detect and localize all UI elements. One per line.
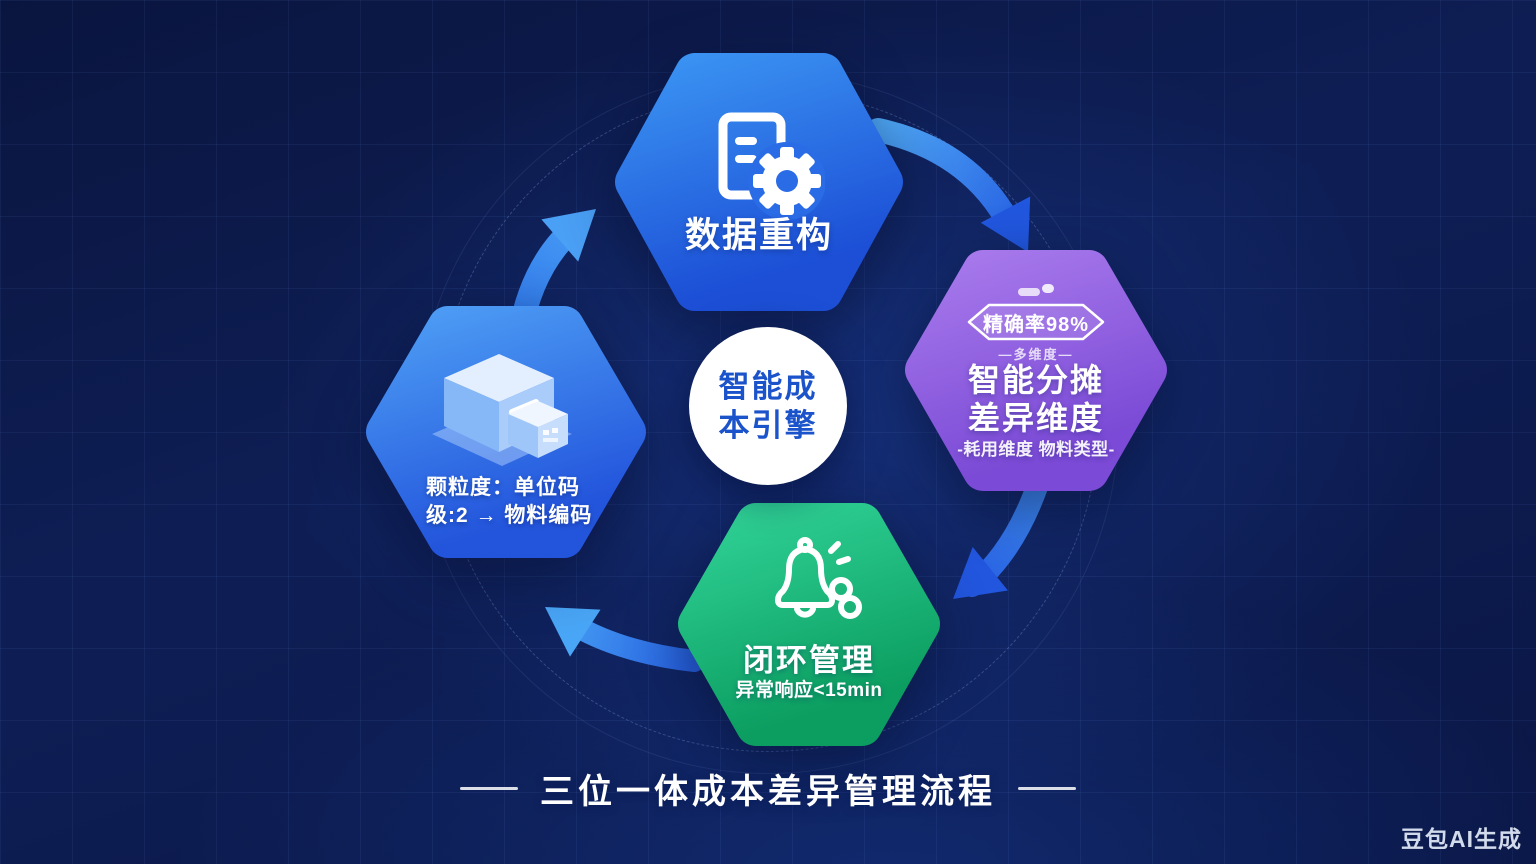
center-engine-circle: 智能成 本引擎 [689, 327, 847, 485]
granularity-line-2: 级:2 → 物料编码 [426, 504, 593, 527]
page-title: 三位一体成本差异管理流程 [540, 773, 996, 811]
hexagon-shape [905, 250, 1167, 491]
node-smart-allocation: 精确率98% —多维度— 智能分摊 差异维度 -耗用维度 物料类型- [903, 250, 1169, 491]
page-title-row: 三位一体成本差异管理流程 [0, 764, 1536, 813]
hexagon-shape [678, 503, 940, 746]
accuracy-badge: 精确率98% [961, 301, 1111, 343]
node-top-label: 数据重构 [684, 216, 833, 255]
title-rule-right [1018, 787, 1076, 790]
accuracy-badge-text: 精确率98% [982, 313, 1090, 336]
title-rule-left [460, 787, 518, 790]
document-gear-icon [718, 112, 825, 220]
center-label-1: 智能成 [718, 369, 818, 404]
boxes-icon [432, 354, 572, 466]
node-granularity: 颗粒度：单位码 级:2 → 物料编码 [364, 306, 648, 558]
node-bottom-label: 闭环管理 [743, 643, 875, 678]
node-bottom-subtext: 异常响应<15min [735, 680, 883, 701]
node-right-footnote: -耗用维度 物料类型- [957, 440, 1115, 459]
granularity-line-1: 颗粒度：单位码 [426, 476, 580, 499]
badge-subtext: —多维度— [998, 347, 1074, 362]
node-right-label-1: 智能分摊 [967, 362, 1104, 398]
node-right-label-2: 差异维度 [967, 400, 1104, 436]
node-data-restructure: 数据重构 [613, 53, 905, 311]
arrow-top-to-right [866, 118, 1031, 252]
arrow-bottom-to-left [545, 607, 705, 672]
node-closed-loop: 闭环管理 异常响应<15min [676, 503, 942, 746]
arrow-right-to-bottom [953, 473, 1049, 599]
sparkle-icon [1018, 284, 1054, 296]
ai-watermark: 豆包AI生成 [1401, 826, 1522, 852]
bell-icon [775, 537, 862, 619]
granularity-text: 颗粒度：单位码 级:2 → 物料编码 [426, 474, 592, 530]
center-label-2: 本引擎 [718, 408, 818, 443]
badge-outline [967, 303, 1105, 341]
